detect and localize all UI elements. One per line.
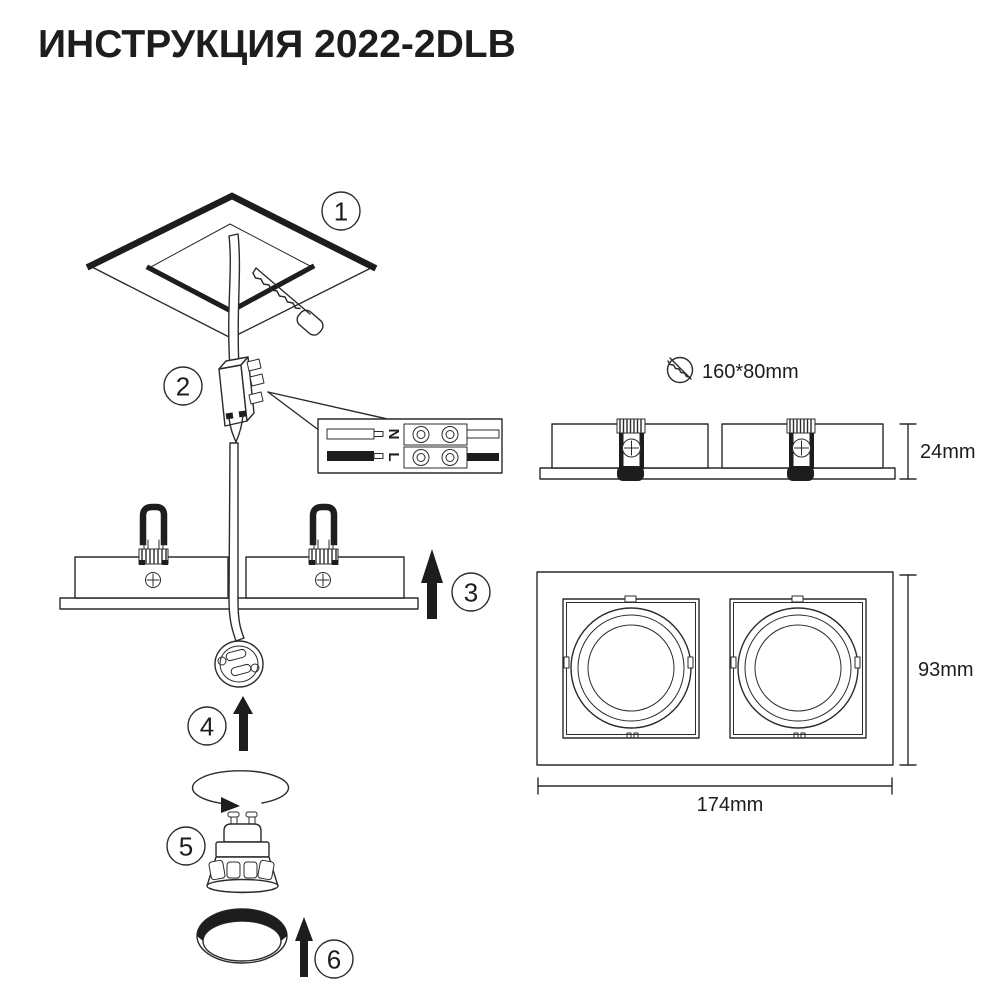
bulb-facet	[226, 861, 241, 879]
gimbal-tab	[624, 595, 637, 603]
bulb-facet	[208, 859, 226, 881]
bulb-facet	[243, 861, 258, 879]
detail-leader-line	[267, 391, 321, 432]
cutout-size-note: 160*80mm	[666, 356, 799, 384]
live-label: L	[385, 452, 402, 461]
gimbal-tab	[791, 595, 804, 603]
gimbal-pivot	[730, 656, 737, 669]
step-4-attach-socket: 4	[187, 640, 264, 751]
screw	[792, 438, 811, 458]
wiring-detail-box: N L	[317, 418, 503, 474]
bulb-facet	[257, 859, 275, 881]
step-1-number: 1	[334, 197, 348, 227]
cutout-size-label: 160*80mm	[702, 361, 799, 383]
step-2-number: 2	[176, 372, 190, 402]
trim-ring	[196, 908, 288, 964]
page-title: ИНСТРУКЦИЯ 2022-2DLB	[38, 23, 516, 66]
bulb-pin	[245, 811, 258, 818]
neutral-wire-in	[326, 428, 375, 440]
screw-right	[315, 572, 331, 588]
step-5-install-bulb: 5	[166, 770, 290, 894]
front-view: 93mm 174mm	[536, 571, 974, 816]
up-arrow-step-6	[295, 917, 313, 977]
step-3-insert-housing: 3	[59, 442, 491, 642]
height-label: 93mm	[918, 659, 974, 681]
side-view: 24mm	[539, 418, 976, 481]
gu10-socket	[214, 640, 264, 688]
step-1-badge: 1	[321, 191, 361, 231]
gimbal-pivot	[854, 656, 861, 669]
step-6-attach-ring: 6	[196, 908, 354, 979]
step-5-number: 5	[179, 832, 193, 862]
neutral-wire-out	[466, 429, 500, 439]
step-4-number: 4	[200, 712, 214, 742]
handsaw-icon	[252, 267, 324, 336]
detail-leader-line	[267, 391, 393, 421]
connector-terminal-nub	[249, 373, 265, 387]
connector-wire	[228, 417, 237, 443]
up-arrow-step-3	[421, 549, 443, 619]
gimbal-pivot	[687, 656, 694, 669]
side-clip-right	[786, 418, 816, 481]
ceiling-panel-near-edges	[85, 192, 378, 272]
step-1-cut-ceiling-hole: 1	[85, 191, 378, 369]
front-frame	[536, 571, 894, 766]
neutral-label: N	[385, 429, 402, 440]
live-wire-out	[467, 453, 499, 461]
bulb-pin	[227, 811, 240, 818]
rotation-arrow	[191, 770, 290, 805]
step-3-number: 3	[464, 578, 478, 608]
connector-terminal-nub	[246, 358, 262, 372]
step-2-badge: 2	[163, 366, 203, 406]
mains-cable-upper	[228, 233, 241, 369]
saw-icon	[666, 356, 694, 384]
front-module-left	[562, 595, 700, 739]
step-4-badge: 4	[187, 706, 227, 746]
housing-flange	[59, 597, 419, 610]
width-dimension: 174mm	[537, 777, 893, 816]
depth-label: 24mm	[920, 441, 976, 463]
rotation-arrow-head	[221, 797, 240, 813]
connector-terminal-nub	[248, 391, 264, 405]
terminal-connector	[218, 356, 265, 443]
live-wire-in	[327, 451, 374, 461]
step-6-badge: 6	[314, 939, 354, 979]
step-3-badge: 3	[451, 572, 491, 612]
depth-dimension: 24mm	[899, 423, 976, 480]
width-label: 174mm	[697, 794, 764, 816]
gimbal-pivot	[563, 656, 570, 669]
step-6-number: 6	[327, 945, 341, 975]
screw-left	[145, 572, 161, 588]
spring-clip-left	[138, 503, 169, 565]
front-module-right	[729, 595, 867, 739]
connector-wire	[235, 414, 244, 443]
mains-cable-lower	[228, 442, 245, 642]
height-dimension: 93mm	[899, 574, 974, 766]
up-arrow-step-4	[233, 696, 253, 751]
step-2-connect-wires: N L 2	[163, 356, 503, 474]
spring-clip-right	[308, 503, 339, 565]
side-flange	[539, 467, 896, 480]
side-clip-left	[616, 418, 646, 481]
step-5-badge: 5	[166, 826, 206, 866]
screw	[622, 438, 641, 458]
socket-slot	[225, 648, 247, 662]
saw-handle	[296, 309, 324, 336]
gu10-bulb	[206, 811, 279, 894]
